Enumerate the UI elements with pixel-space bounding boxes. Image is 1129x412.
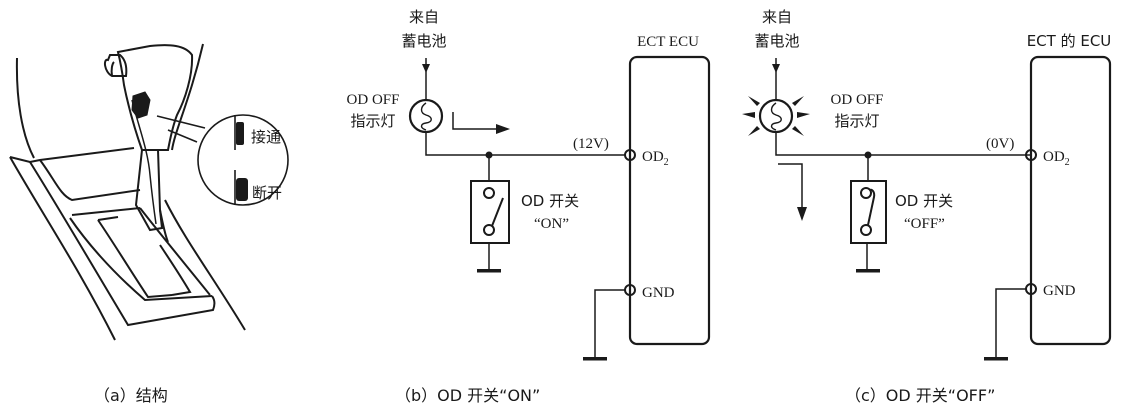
gnd-pin-label: GND (642, 285, 675, 301)
shift-console-drawing (9, 43, 246, 341)
supply-arrow-icon (422, 64, 430, 73)
caption-c: （c）OD 开关“OFF” (845, 386, 995, 405)
switch-state-on-icon (236, 122, 244, 145)
lamp-label-line2: 指示灯 (834, 112, 879, 130)
od-switch-closed-icon (850, 180, 887, 244)
od2-voltage-label: (12V) (573, 136, 609, 152)
current-flow-arrow-icon (797, 207, 807, 221)
caption-a: （a）结构 (94, 386, 168, 405)
ecu-ground-symbol (583, 357, 607, 361)
ecu-box (628, 55, 711, 346)
supply-arrow-icon (772, 64, 780, 73)
od-switch-button (131, 91, 151, 119)
switch-state-off-icon (236, 178, 248, 201)
light-rays-icon (742, 96, 810, 136)
switch-label-line2: “OFF” (904, 216, 945, 232)
caption-b: （b）OD 开关“ON” (395, 386, 540, 405)
lamp-label-line1: OD OFF (831, 92, 884, 108)
od2-pin-label: OD2 (1043, 149, 1070, 168)
od2-voltage-label: (0V) (986, 136, 1014, 152)
battery-source-label-line2: 蓄电池 (754, 32, 799, 50)
lamp-label-line1: OD OFF (347, 92, 400, 108)
ecu-title: ECT 的 ECU (1027, 32, 1112, 50)
gnd-pin-label: GND (1043, 283, 1076, 299)
ecu-box (1029, 55, 1112, 346)
callout-magnifier (156, 114, 289, 206)
battery-source-label-line2: 蓄电池 (401, 32, 446, 50)
od-switch-open-icon (470, 180, 510, 244)
od2-terminal (624, 149, 636, 161)
indicator-lamp-off-icon (408, 98, 444, 134)
ground-symbol (477, 269, 501, 273)
panel-a-structure: 接通 断开 （a）结构 (9, 43, 289, 405)
battery-source-label-line1: 来自 (762, 8, 792, 26)
switch-label-line2: “ON” (534, 216, 569, 232)
callout-label-off: 断开 (252, 184, 282, 202)
switch-label-line1: OD 开关 (521, 192, 579, 210)
battery-source-label-line1: 来自 (409, 8, 439, 26)
indicator-lamp-lit-icon (742, 96, 810, 136)
switch-label-line1: OD 开关 (895, 192, 953, 210)
lamp-label-line2: 指示灯 (350, 112, 395, 130)
od2-terminal (1025, 149, 1037, 161)
callout-label-on: 接通 (251, 128, 281, 146)
panel-b-switch-on: 来自 蓄电池 OD OFF 指示灯 OD 开关 “ON” ECT ECU (347, 8, 711, 405)
current-flow-arrow-icon (496, 124, 510, 134)
ground-symbol (856, 269, 880, 273)
ecu-ground-symbol (984, 357, 1008, 361)
panel-c-switch-off: 来自 蓄电池 OD OFF 指示灯 (742, 8, 1111, 405)
ecu-title: ECT ECU (637, 34, 699, 50)
od2-pin-label: OD2 (642, 149, 669, 168)
